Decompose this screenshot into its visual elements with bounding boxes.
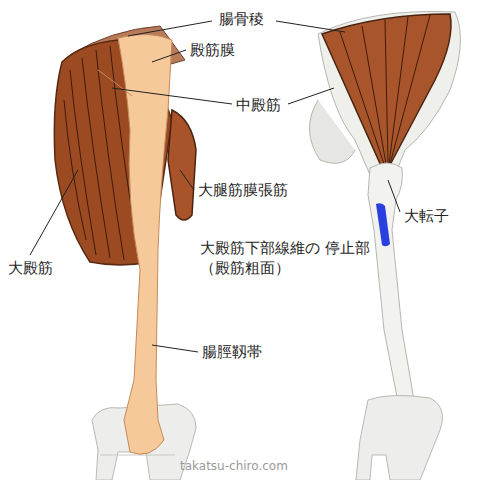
part-label: 大腿筋膜張筋 (198, 180, 288, 200)
watermark: takatsu-chiro.com (180, 458, 288, 474)
part-label: 大殿筋 (8, 258, 53, 278)
part-label: 大殿筋下部線維の 停止部（殿筋粗面） (200, 238, 380, 279)
part-label: 腸骨稜 (219, 9, 264, 29)
part-label: 中殿筋 (236, 95, 281, 115)
part-label: 腸脛靱帯 (202, 342, 262, 362)
part-label: 大転子 (404, 206, 449, 226)
part-label: 殿筋膜 (190, 40, 235, 60)
